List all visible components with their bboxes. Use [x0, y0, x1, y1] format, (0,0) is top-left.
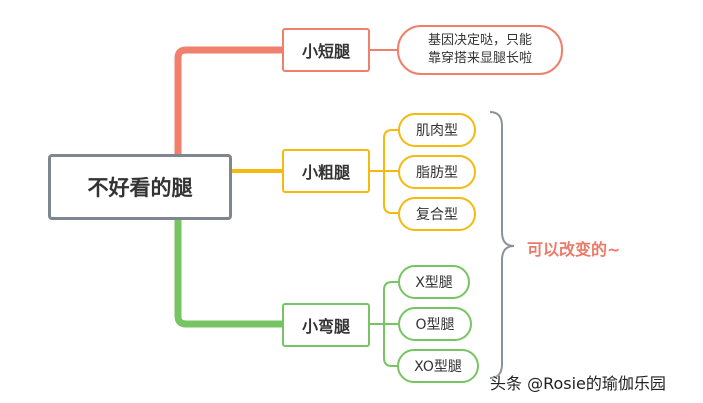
leaf-label: XO型腿 — [414, 359, 462, 375]
leaf-genetics-note[interactable]: 基因决定哒，只能 靠穿搭来显腿长啦 — [397, 25, 563, 75]
leaf-muscle-type[interactable]: 肌肉型 — [398, 113, 476, 147]
branch-label: 小粗腿 — [301, 163, 350, 182]
leaf-label: X型腿 — [415, 275, 453, 291]
leaf-mixed-type[interactable]: 复合型 — [398, 197, 476, 231]
leaf-label: 肌肉型 — [416, 123, 458, 139]
branch-thick-legs[interactable]: 小粗腿 — [282, 149, 370, 193]
right-bracket — [489, 111, 515, 379]
bracket-note: 可以改变的~ — [527, 240, 621, 259]
leaf-x-legs[interactable]: X型腿 — [398, 265, 470, 299]
watermark: 头条 @Rosie的瑜伽乐园 — [490, 374, 666, 393]
leaf-xo-legs[interactable]: XO型腿 — [397, 349, 479, 383]
leaf-label: 复合型 — [416, 207, 458, 223]
leaf-label: 基因决定哒，只能 靠穿搭来显腿长啦 — [427, 33, 532, 66]
link-yellow-leaves — [370, 129, 398, 214]
branch-label: 小弯腿 — [301, 317, 350, 336]
leaf-label: 脂肪型 — [416, 165, 458, 181]
link-green-leaves — [370, 281, 398, 367]
branch-bent-legs[interactable]: 小弯腿 — [282, 303, 370, 347]
link-root-green — [174, 216, 286, 328]
leaf-label: O型腿 — [415, 317, 455, 333]
root-node[interactable]: 不好看的腿 — [48, 154, 232, 220]
leaf-o-legs[interactable]: O型腿 — [398, 307, 472, 341]
root-label: 不好看的腿 — [87, 176, 193, 200]
leaf-fat-type[interactable]: 脂肪型 — [398, 155, 476, 189]
branch-label: 小短腿 — [301, 42, 350, 61]
link-root-red — [174, 46, 286, 159]
branch-short-legs[interactable]: 小短腿 — [282, 28, 370, 72]
